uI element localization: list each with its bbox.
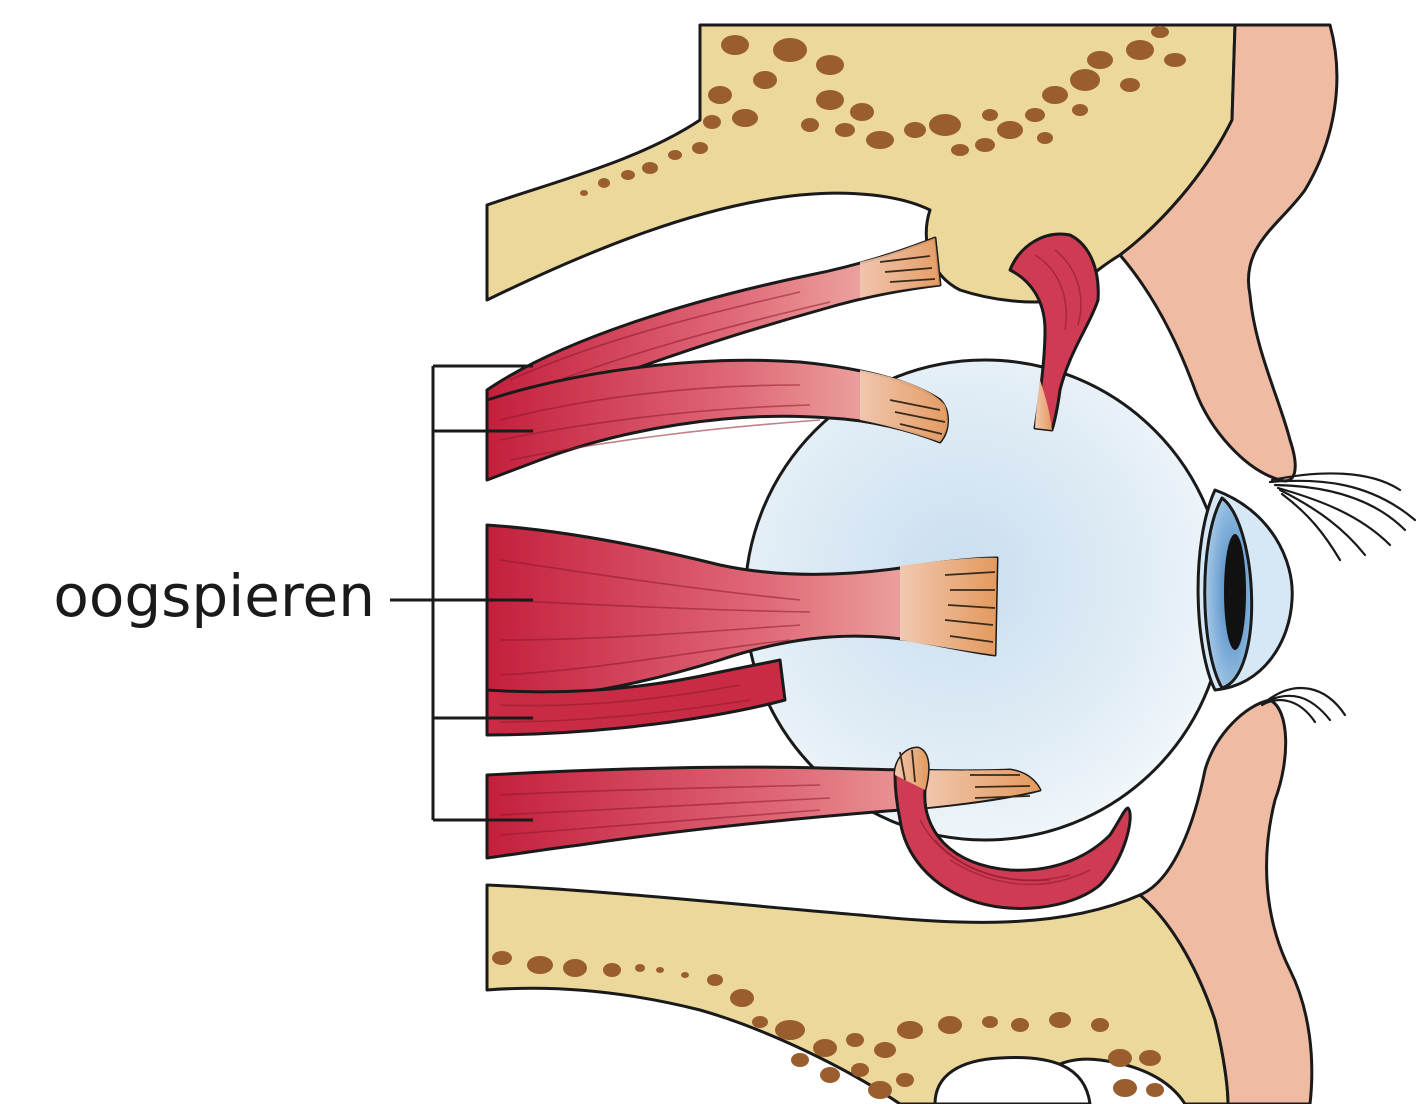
lower-orbital-bone (487, 885, 1228, 1104)
muscles-label: oogspieren (53, 562, 375, 630)
pupil (1224, 534, 1246, 650)
upper-eyelashes (1270, 473, 1415, 560)
